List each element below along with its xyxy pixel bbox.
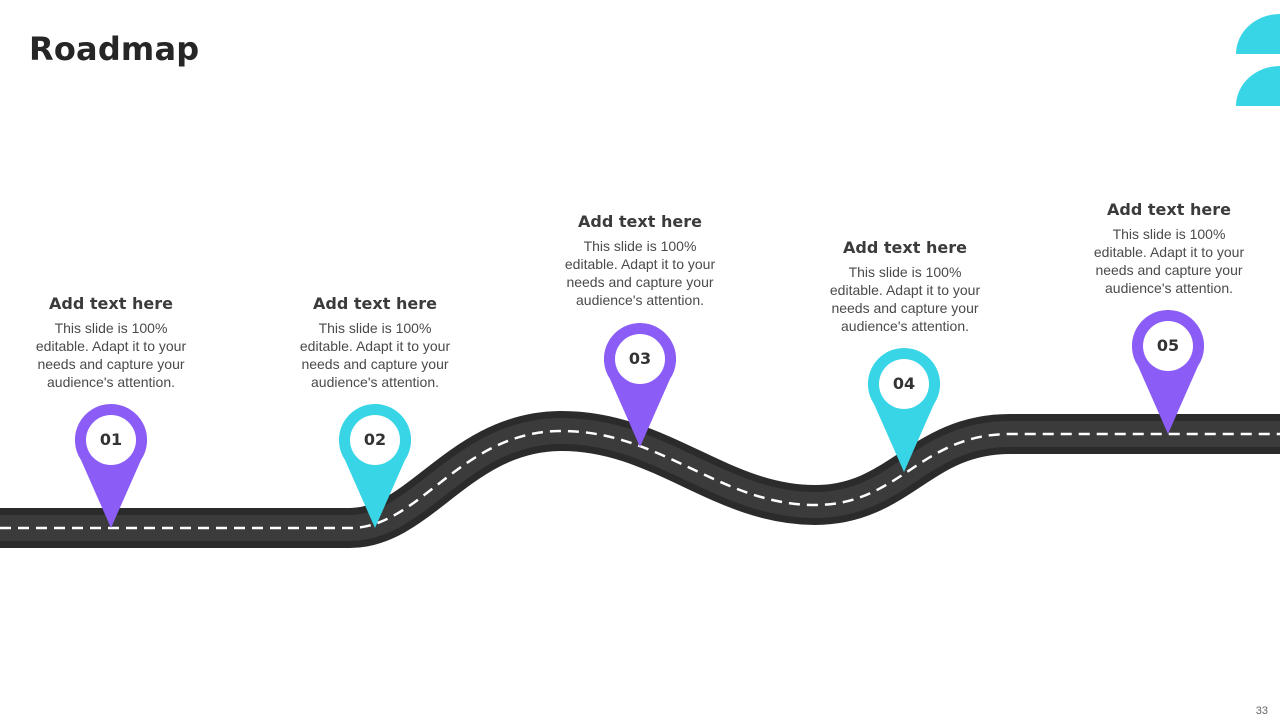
step-5-number: 05 [1156, 336, 1180, 355]
map-pin-icon [603, 322, 677, 447]
step-3-pin: 03 [603, 322, 677, 447]
step-1-heading: Add text here [49, 294, 173, 313]
step-1-text: Add text here This slide is 100% editabl… [11, 294, 211, 391]
step-2-number: 02 [363, 430, 387, 449]
step-5-body: This slide is 100% editable. Adapt it to… [1093, 226, 1245, 296]
map-pin-icon [338, 403, 412, 528]
step-5-text: Add text here This slide is 100% editabl… [1069, 200, 1269, 297]
step-2-body: This slide is 100% editable. Adapt it to… [299, 320, 451, 390]
road-center-dash [0, 429, 1280, 530]
map-pin-icon [74, 403, 148, 528]
step-1-pin: 01 [74, 403, 148, 528]
step-2-pin: 02 [338, 403, 412, 528]
step-5-heading: Add text here [1107, 200, 1231, 219]
step-4-pin: 04 [867, 347, 941, 472]
corner-decoration [1236, 14, 1280, 106]
step-1-body: This slide is 100% editable. Adapt it to… [35, 320, 187, 390]
step-1-number: 01 [99, 430, 123, 449]
step-3-body: This slide is 100% editable. Adapt it to… [564, 238, 716, 308]
map-pin-icon [867, 347, 941, 472]
slide-title: Roadmap [29, 30, 200, 68]
page-number: 33 [1255, 705, 1268, 717]
step-2-heading: Add text here [313, 294, 437, 313]
step-2-text: Add text here This slide is 100% editabl… [275, 294, 475, 391]
step-4-body: This slide is 100% editable. Adapt it to… [829, 264, 981, 334]
step-4-heading: Add text here [843, 238, 967, 257]
map-pin-icon [1131, 309, 1205, 434]
step-3-text: Add text here This slide is 100% editabl… [540, 212, 740, 309]
step-3-number: 03 [628, 349, 652, 368]
step-3-heading: Add text here [578, 212, 702, 231]
step-4-number: 04 [892, 374, 916, 393]
step-5-pin: 05 [1131, 309, 1205, 434]
step-4-text: Add text here This slide is 100% editabl… [805, 238, 1005, 335]
